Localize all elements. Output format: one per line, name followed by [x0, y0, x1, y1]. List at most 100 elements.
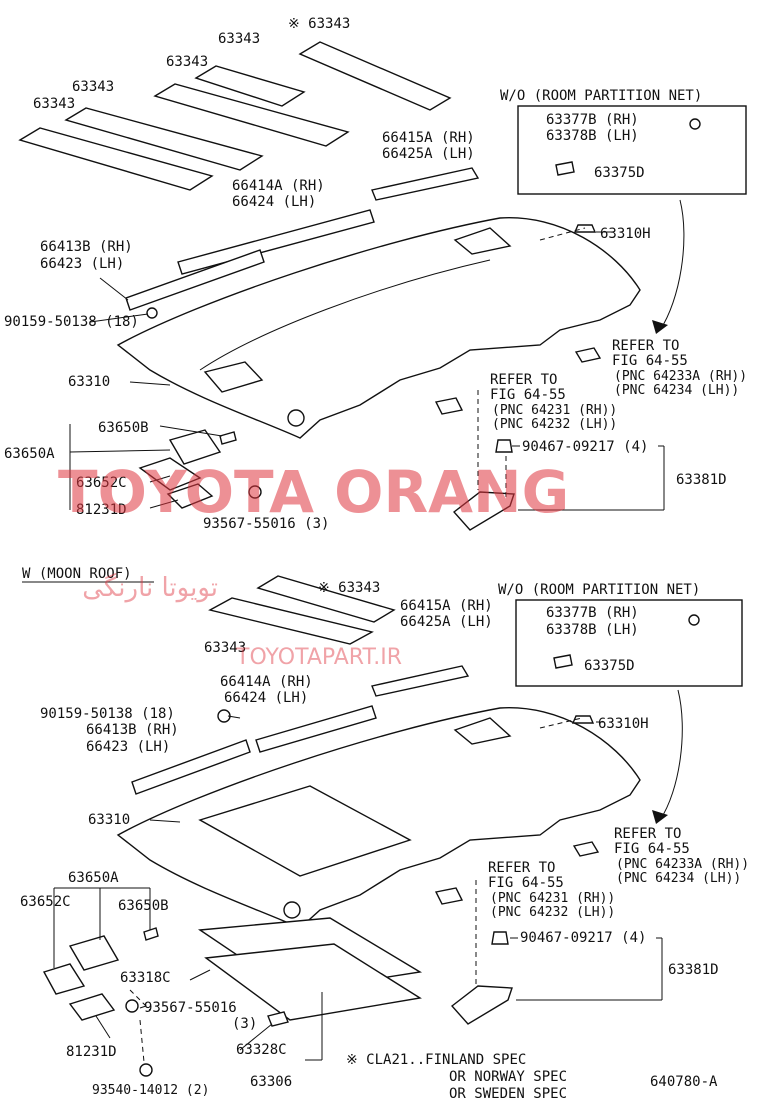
roof-pad-4 [194, 65, 306, 107]
label-63343-d: 63343 [33, 96, 75, 112]
refer-a-l2-bottom: FIG 64-55 [614, 841, 690, 857]
retainer-66413b [125, 249, 265, 311]
clip-bottom-90467 [491, 931, 509, 945]
lamp-cover-81231d [166, 483, 214, 509]
label-63343-star: ※ 63343 [288, 16, 350, 32]
refer-b-l2-top: FIG 64-55 [490, 387, 566, 403]
label-66423: 66423 (LH) [40, 256, 124, 272]
watermark-brand: TOYOTA ORANG [58, 458, 569, 526]
screw-bottom-93567 [125, 999, 139, 1013]
label-81231d: 81231D [76, 502, 127, 518]
partition-hook-top [689, 118, 701, 130]
figure-code: 640780-A [650, 1074, 718, 1090]
partition-l1-bottom: 63377B (RH) [546, 605, 639, 621]
label-bottom-90467: 90467-09217 (4) [520, 930, 646, 946]
label-93567: 93567-55016 (3) [203, 516, 329, 532]
lamp-63381d [452, 491, 515, 531]
label-bottom-63310h: 63310H [598, 716, 649, 732]
bracket-bottom-64233a [572, 841, 600, 857]
bracket-bottom-64231 [434, 887, 464, 905]
headliner-bottom-vent [453, 717, 512, 745]
partition-box-bottom [515, 599, 743, 687]
map-lamp-63650a [168, 429, 222, 465]
section-title-moon-roof: W (MOON ROOF) [22, 566, 132, 582]
label-90467: 90467-09217 (4) [522, 439, 648, 455]
label-63381d: 63381D [676, 472, 727, 488]
lamp-cover-bottom-81231d [68, 993, 116, 1021]
partition-l2-top: 63378B (LH) [546, 128, 639, 144]
label-bottom-63343: 63343 [204, 640, 246, 656]
partition-l3-top: 63375D [594, 165, 645, 181]
label-63343-b: 63343 [166, 54, 208, 70]
watermark-farsi: تویوتا نارنگی [82, 572, 218, 603]
label-bottom-81231d: 81231D [66, 1044, 117, 1060]
screw-93567 [248, 485, 262, 499]
watermark-site: TOYOTAPART.IR [235, 645, 402, 670]
refer-b-l1-top: REFER TO [490, 372, 557, 388]
refer-b-l2-bottom: FIG 64-55 [488, 875, 564, 891]
partition-cap-bottom [553, 654, 573, 669]
label-63650b: 63650B [98, 420, 149, 436]
headliner-grip-hole [287, 409, 305, 427]
note-l2: OR NORWAY SPEC [449, 1069, 567, 1085]
label-66413b: 66413B (RH) [40, 239, 133, 255]
label-63310h: 63310H [600, 226, 651, 242]
clip-90467 [495, 439, 513, 453]
bracket-64231 [434, 397, 464, 415]
headliner-bottom-63310 [116, 707, 641, 929]
label-63650a: 63650A [4, 446, 55, 462]
roof-pad-bottom-1 [208, 597, 374, 645]
note-l3: OR SWEDEN SPEC [449, 1086, 567, 1102]
retainer-bottom-66414a [255, 705, 377, 753]
label-bottom-66424: 66424 (LH) [224, 690, 308, 706]
label-66415a: 66415A (RH) [382, 130, 475, 146]
bottom-section: W (MOON ROOF) [20, 566, 749, 1102]
roof-pad-3 [153, 83, 350, 147]
partition-l3-bottom: 63375D [584, 658, 635, 674]
top-section: ※ 63343 63343 63343 63343 63343 66415A (… [4, 16, 747, 532]
partition-box-top [517, 105, 747, 195]
label-bottom-63328c: 63328C [236, 1042, 287, 1058]
refer-b-l4-bottom: (PNC 64232 (LH)) [490, 905, 615, 920]
refer-a-l3-top: (PNC 64233A (RH)) [614, 369, 747, 384]
lamp-bracket-63652c [138, 457, 202, 491]
screw-bottom-93540 [139, 1063, 153, 1077]
label-66425a: 66425A (LH) [382, 146, 475, 162]
lamp-lens-bottom-63650b [143, 927, 159, 941]
refer-b-l4-top: (PNC 64232 (LH)) [492, 417, 617, 432]
partition-l1-top: 63377B (RH) [546, 112, 639, 128]
label-bottom-63381d: 63381D [668, 962, 719, 978]
label-bottom-63650a: 63650A [68, 870, 119, 886]
retainer-66414a [177, 209, 375, 275]
label-bottom-66423: 66423 (LH) [86, 739, 170, 755]
label-66424: 66424 (LH) [232, 194, 316, 210]
refer-b-l3-top: (PNC 64231 (RH)) [492, 403, 617, 418]
label-bottom-63652c: 63652C [20, 894, 71, 910]
headliner-bottom-grip-hole [283, 901, 301, 919]
sunshade-handle-63328c [267, 1011, 289, 1027]
label-90159: 90159-50138 (18) [4, 314, 139, 330]
refer-a-l3-bottom: (PNC 64233A (RH)) [616, 857, 749, 872]
note-l1: ※ CLA21..FINLAND SPEC [346, 1052, 526, 1068]
label-bottom-93567-qty: (3) [232, 1016, 257, 1032]
label-bottom-63318c: 63318C [120, 970, 171, 986]
headliner-inner-edge [199, 259, 491, 371]
clip-90159 [146, 307, 158, 319]
retainer-66415a [371, 167, 480, 201]
label-bottom-66413b: 66413B (RH) [86, 722, 179, 738]
label-bottom-63343-star: ※ 63343 [318, 580, 380, 596]
bracket-64233a [574, 347, 602, 363]
partition-title-bottom: W/O (ROOM PARTITION NET) [498, 582, 700, 598]
refer-b-l1-bottom: REFER TO [488, 860, 555, 876]
sunshade-frame-63318c [204, 943, 422, 1021]
label-bottom-90159: 90159-50138 (18) [40, 706, 175, 722]
label-bottom-66415a: 66415A (RH) [400, 598, 493, 614]
map-lamp-bottom-63650a [68, 935, 120, 971]
refer-a-l2-top: FIG 64-55 [612, 353, 688, 369]
refer-b-l3-bottom: (PNC 64231 (RH)) [490, 891, 615, 906]
clip-bottom-63310h [571, 715, 595, 724]
refer-a-l1-top: REFER TO [612, 338, 679, 354]
refer-a-l1-bottom: REFER TO [614, 826, 681, 842]
